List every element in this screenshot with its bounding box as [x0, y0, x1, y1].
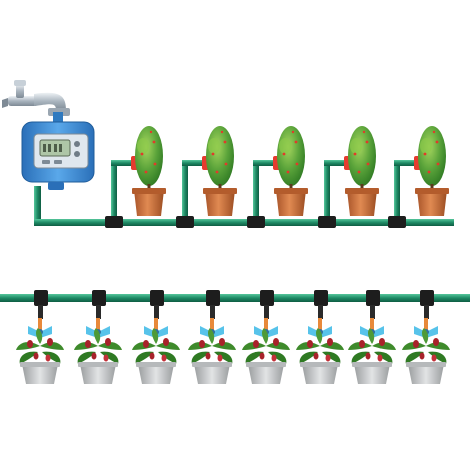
lower-hose	[0, 294, 470, 302]
lower-branch	[348, 290, 396, 384]
lower-branch	[296, 290, 344, 384]
upper-branch	[318, 126, 379, 228]
water-timer	[21, 121, 95, 190]
timer-button	[74, 151, 80, 157]
lower-branch	[188, 290, 236, 384]
upper-branch	[388, 126, 449, 228]
lower-irrigation-system	[0, 290, 470, 384]
lower-branch	[242, 290, 290, 384]
lower-branch	[74, 290, 122, 384]
faucet-icon	[2, 80, 70, 116]
lower-branch	[16, 290, 64, 384]
upper-branch	[176, 126, 237, 228]
upper-branch	[105, 126, 166, 228]
timer-inlet-coupling	[53, 112, 63, 124]
lower-branch	[132, 290, 180, 384]
upper-branch	[247, 126, 308, 228]
upper-hose	[34, 186, 454, 226]
upper-irrigation-system	[2, 80, 454, 228]
timer-button	[74, 141, 80, 147]
digital-timer-lcd-icon	[39, 139, 71, 157]
lower-branch	[402, 290, 450, 384]
